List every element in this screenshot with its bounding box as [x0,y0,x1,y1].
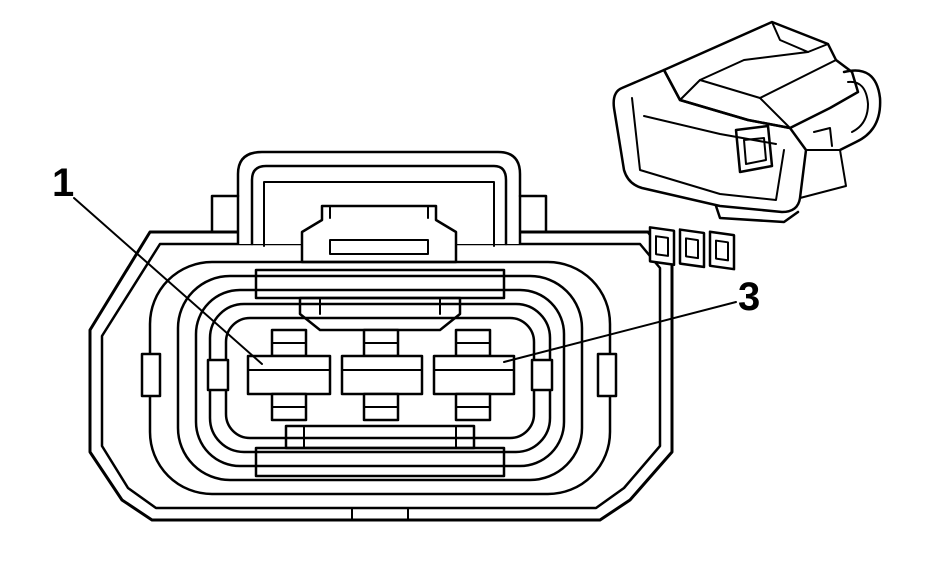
side-tab-left [140,352,162,398]
latch-step-left [210,194,240,234]
callout-3-label: 3 [738,275,760,319]
latch-tab-inner [250,164,508,246]
iso-side-rib [799,149,847,199]
bottom-key-bar [284,424,476,450]
bottom-notch [351,507,409,521]
callout-1-leader [73,197,263,365]
terminal-2 [340,328,424,422]
callout-1: 1 [52,161,263,365]
iso-cavity-1 [648,226,676,266]
latch-tab-rail [263,181,495,247]
iso-cavity-2 [678,228,706,269]
connector-isometric-view [612,20,882,271]
top-key-bar [298,296,462,332]
iso-latch [734,124,774,174]
terminal-1 [246,328,332,422]
callout-1-label: 1 [52,161,74,205]
seal-ring-3 [194,288,566,468]
iso-body-top [662,20,860,130]
latch-tab-outer [236,150,522,244]
connector-face-view [88,150,674,522]
iso-rear-cylinder [838,69,882,152]
terminal-3 [432,328,516,422]
iso-cavity-3 [708,230,736,271]
seal-ring-2 [176,274,584,482]
side-block-right [530,358,554,392]
top-ridge [254,268,506,300]
side-block-left [206,358,230,392]
iso-bottom-skirt [714,204,800,224]
callout-3: 3 [503,275,760,363]
callout-3-leader [503,301,737,363]
side-tab-right [596,352,618,398]
latch-lock-slot [329,239,429,255]
latch-step-right [518,194,548,234]
